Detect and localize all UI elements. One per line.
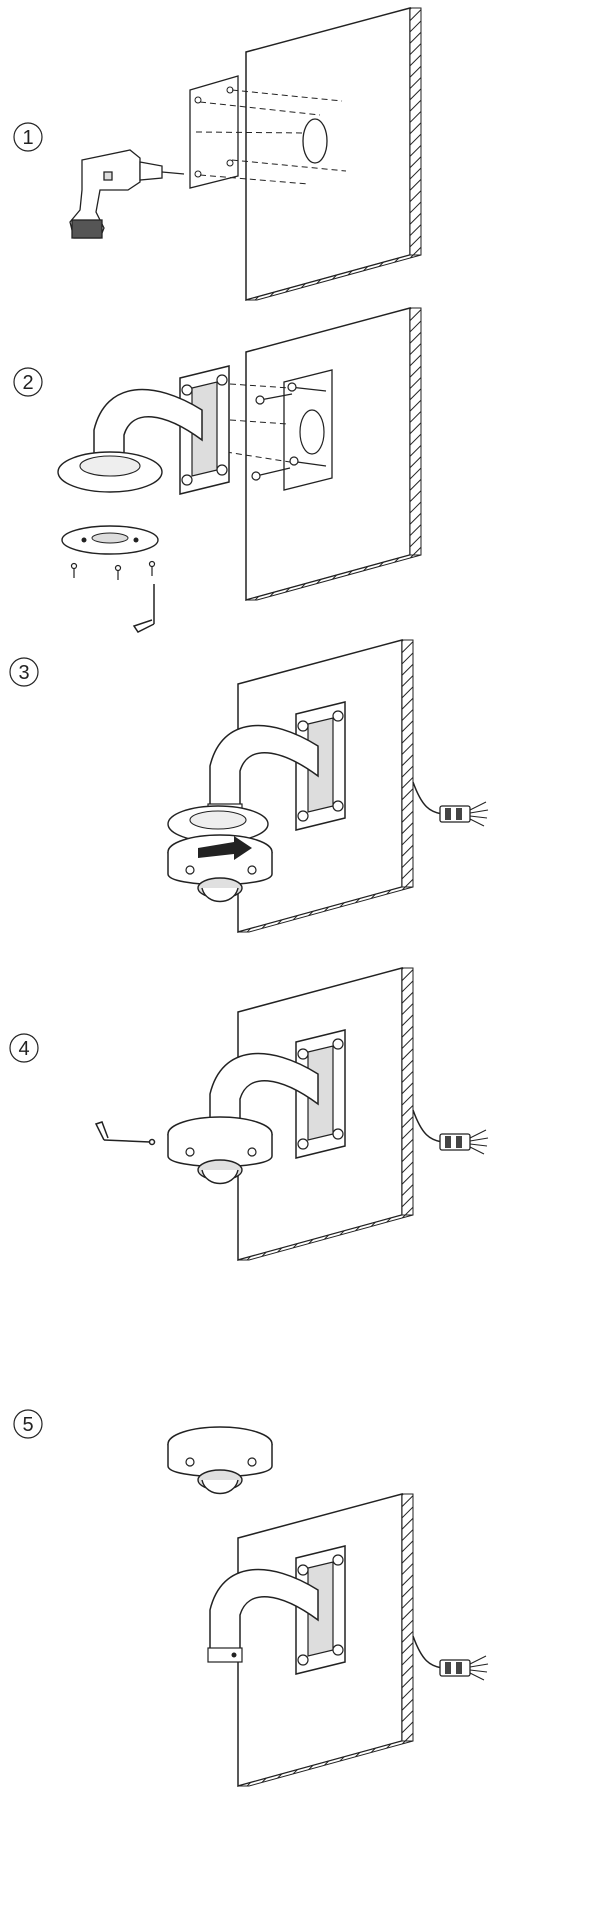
step-5: 5 xyxy=(13,1409,489,1787)
step-2-badge: 2 xyxy=(13,367,43,397)
cable-connector-icon xyxy=(412,1635,489,1681)
step-2: 2 xyxy=(13,307,422,633)
dome-camera-icon xyxy=(167,1426,273,1495)
step-3-badge: 3 xyxy=(9,657,39,687)
mounting-screw-icon xyxy=(70,560,156,580)
step-4-badge: 4 xyxy=(9,1033,39,1063)
hex-wrench-icon xyxy=(132,584,155,633)
cable-connector-icon xyxy=(412,781,489,827)
bracket-base-plate xyxy=(57,451,163,493)
wall xyxy=(245,307,422,601)
wall xyxy=(245,7,422,301)
wall-plate-icon xyxy=(189,75,239,189)
mounting-disc xyxy=(61,525,159,555)
rotate-arrow-icon xyxy=(198,836,252,860)
cable-connector-icon xyxy=(412,1109,489,1155)
power-drill-icon xyxy=(69,149,185,239)
step-1-label: 1 xyxy=(22,127,33,149)
step-5-label: 5 xyxy=(22,1414,33,1436)
step-1: 1 xyxy=(13,7,422,301)
hex-wrench-icon xyxy=(94,1121,156,1146)
step-4: 4 xyxy=(9,967,489,1261)
step-3-label: 3 xyxy=(18,662,29,684)
step-1-badge: 1 xyxy=(13,122,43,152)
bracket-alignment-guides xyxy=(225,383,291,463)
drill-hole-guides xyxy=(195,89,347,185)
step-5-badge: 5 xyxy=(13,1409,43,1439)
step-3: 3 xyxy=(9,639,489,933)
step-2-label: 2 xyxy=(22,372,33,394)
cable-hole xyxy=(302,118,328,164)
bracket-base-plate xyxy=(167,805,269,843)
step-4-label: 4 xyxy=(18,1038,29,1060)
mounting-screw-icon xyxy=(251,382,327,481)
